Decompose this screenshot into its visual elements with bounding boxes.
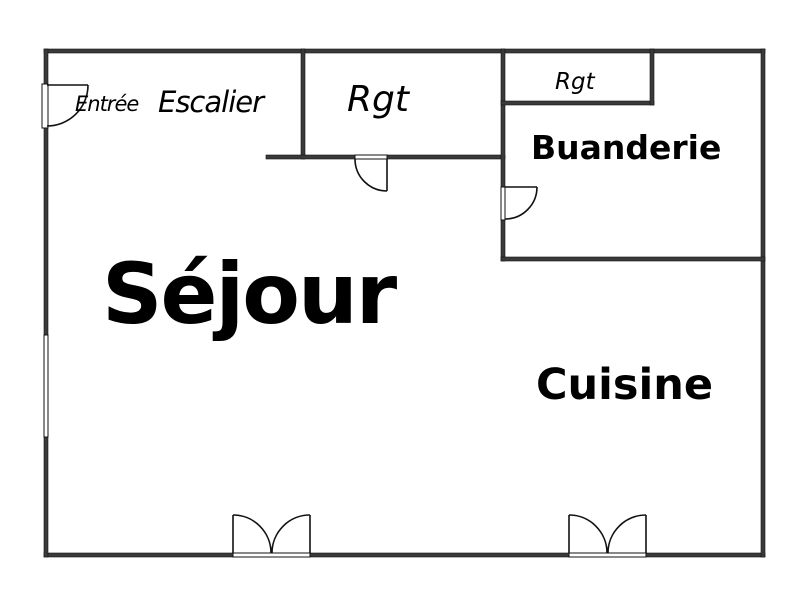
room-label-rgt-small: Rgt xyxy=(555,69,595,95)
rgt-door-frame xyxy=(354,154,388,160)
room-label-buanderie: Buanderie xyxy=(531,128,722,167)
wall-bottom xyxy=(43,552,766,558)
wall-left xyxy=(43,48,49,558)
room-label-escalier: Escalier xyxy=(158,85,264,119)
room-label-entree: Entrée xyxy=(75,92,139,116)
wall-top xyxy=(43,48,766,54)
sejour-door-swing-right[interactable] xyxy=(271,514,311,554)
wall-small-rgt-right xyxy=(649,48,655,106)
rgt-door-swing[interactable] xyxy=(354,158,388,192)
left-window xyxy=(43,334,49,438)
entrance-door-swing[interactable] xyxy=(46,84,89,127)
entrance-door-frame xyxy=(41,83,49,129)
sejour-double-door-frame xyxy=(232,552,311,558)
sejour-door-swing-left[interactable] xyxy=(232,514,272,554)
room-label-sejour: Séjour xyxy=(102,245,397,343)
buanderie-door-swing[interactable] xyxy=(504,186,538,220)
wall-right xyxy=(760,48,766,558)
cuisine-door-swing-left[interactable] xyxy=(568,514,608,554)
wall-escalier-rgt xyxy=(300,48,306,160)
cuisine-door-swing-right[interactable] xyxy=(607,514,647,554)
wall-rgt-buanderie xyxy=(500,48,506,262)
cuisine-double-door-frame xyxy=(568,552,647,558)
wall-small-rgt-bottom xyxy=(500,100,655,106)
room-label-rgt: Rgt xyxy=(347,79,409,120)
room-label-cuisine: Cuisine xyxy=(536,360,714,410)
buanderie-door-frame xyxy=(500,186,506,221)
wall-buanderie-bottom xyxy=(500,256,766,262)
